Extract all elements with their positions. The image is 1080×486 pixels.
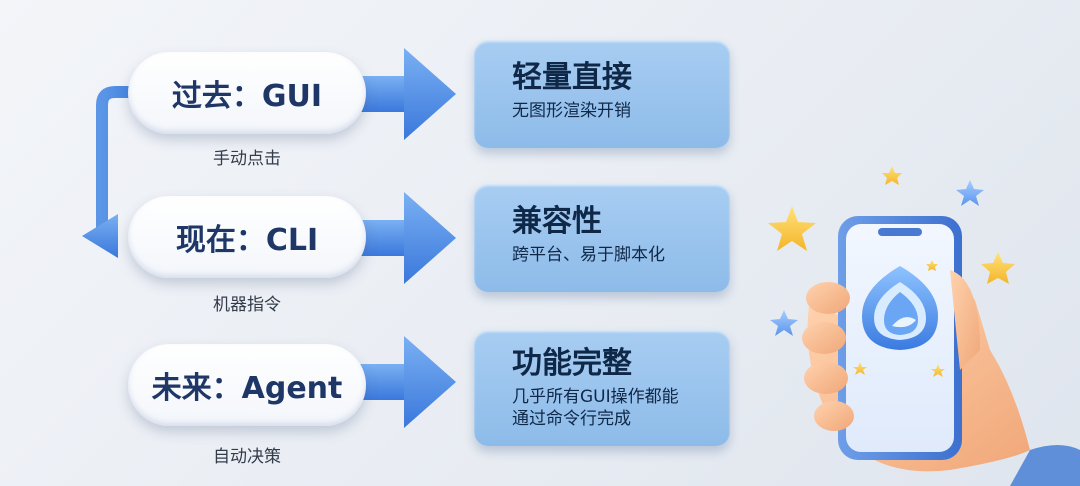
benefit-card-title: 轻量直接 xyxy=(512,60,632,95)
star-icon xyxy=(931,364,945,377)
left-loop-connector xyxy=(96,86,146,238)
star-icon xyxy=(770,310,798,336)
app-logo-icon xyxy=(862,266,938,350)
benefit-card-compatibility: 兼容性 跨平台、易于脚本化 xyxy=(474,184,730,292)
benefit-card-completeness: 功能完整 几乎所有GUI操作都能 通过命令行完成 xyxy=(474,330,730,446)
arrow-right-icon xyxy=(356,192,456,284)
star-icon xyxy=(956,180,984,206)
benefit-card-lightweight: 轻量直接 无图形渲染开销 xyxy=(474,40,730,148)
benefit-card-title: 兼容性 xyxy=(512,204,602,239)
benefit-card-desc: 跨平台、易于脚本化 xyxy=(512,245,665,265)
era-pill-label: 未来：Agent xyxy=(151,371,343,406)
era-caption-past: 手动点击 xyxy=(213,149,281,169)
benefit-card-desc: 几乎所有GUI操作都能 xyxy=(512,387,679,407)
era-pill-label: 现在：CLI xyxy=(175,223,319,258)
arrow-right-icon xyxy=(356,336,456,428)
era-caption-present: 机器指令 xyxy=(213,295,281,315)
star-icon xyxy=(853,362,867,375)
benefit-card-title: 功能完整 xyxy=(512,346,632,381)
benefit-card-desc: 无图形渲染开销 xyxy=(512,101,631,121)
arrow-right-icon xyxy=(356,48,456,140)
era-pill-future: 未来：Agent xyxy=(128,344,366,426)
star-icon xyxy=(882,166,902,185)
era-pill-present: 现在：CLI xyxy=(128,196,366,278)
era-caption-future: 自动决策 xyxy=(213,447,281,467)
era-pill-past: 过去：GUI xyxy=(128,52,366,134)
benefit-card-desc-line2: 通过命令行完成 xyxy=(512,409,631,429)
fingers xyxy=(802,270,980,431)
star-icon xyxy=(981,252,1015,284)
phone-illustration xyxy=(768,166,1080,486)
era-pill-label: 过去：GUI xyxy=(171,79,323,114)
star-icon xyxy=(768,206,816,251)
star-icon xyxy=(926,260,938,271)
sleeve xyxy=(1010,445,1080,486)
left-arrowhead-icon xyxy=(82,214,118,258)
